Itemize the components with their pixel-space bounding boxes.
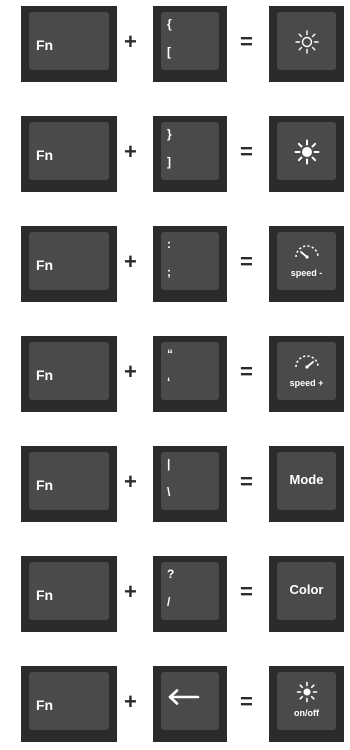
backspace-key [153, 666, 227, 742]
result-label: speed - [290, 268, 323, 278]
key-top-glyph: { [167, 17, 172, 31]
equals-sign: = [240, 359, 253, 384]
plus-sign: + [124, 249, 137, 274]
plus-sign: + [124, 139, 137, 164]
slash-key: ? / [153, 556, 227, 632]
shortcut-row-mode: Fn + | \ = Mode [0, 446, 350, 522]
equals-sign: = [240, 579, 253, 604]
left-arrow-icon [168, 689, 200, 705]
result-key: on/off [269, 666, 344, 742]
plus-sign: + [124, 689, 137, 714]
fn-key: Fn [21, 666, 117, 742]
key-top-glyph: | [167, 457, 171, 471]
fn-key: Fn [21, 6, 117, 82]
key-top-glyph: “ [167, 347, 173, 361]
fn-key: Fn [21, 556, 117, 632]
key-top-glyph: : [167, 237, 171, 251]
speed-gauge-icon [294, 355, 319, 369]
result-key: speed + [269, 336, 344, 412]
shortcut-row-brightness-up: Fn + } ] = [0, 116, 350, 192]
key-top-glyph: } [167, 127, 172, 141]
result-key: speed - [269, 226, 344, 302]
brightness-down-icon [294, 30, 319, 54]
result-key: Mode [269, 446, 344, 522]
equals-sign: = [240, 469, 253, 494]
plus-sign: + [124, 469, 137, 494]
result-label: speed + [289, 378, 324, 388]
backslash-key: | \ [153, 446, 227, 522]
bracket-key: { [ [153, 6, 227, 82]
fn-key: Fn [21, 226, 117, 302]
key-bottom-glyph: / [167, 595, 171, 609]
shortcut-row-speed-up: Fn + “ ‘ = speed + [0, 336, 350, 412]
key-bottom-glyph: [ [167, 45, 171, 59]
shortcut-row-speed-down: Fn + : ; = speed - [0, 226, 350, 302]
shortcut-row-color: Fn + ? / = Color [0, 556, 350, 632]
plus-sign: + [124, 359, 137, 384]
result-key [269, 6, 344, 82]
fn-key: Fn [21, 116, 117, 192]
shortcut-row-brightness-down: Fn + { [ = [0, 6, 350, 82]
key-bottom-glyph: ‘ [167, 375, 171, 389]
brightness-up-icon [294, 139, 319, 165]
equals-sign: = [240, 689, 253, 714]
quote-key: “ ‘ [153, 336, 227, 412]
key-bottom-glyph: ; [167, 265, 171, 279]
plus-sign: + [124, 29, 137, 54]
plus-sign: + [124, 579, 137, 604]
key-bottom-glyph: ] [167, 155, 171, 169]
result-key: Color [269, 556, 344, 632]
key-bottom-glyph: \ [167, 485, 171, 499]
equals-sign: = [240, 139, 253, 164]
equals-sign: = [240, 249, 253, 274]
shortcut-row-light-toggle: Fn + = on/off [0, 666, 350, 742]
bracket-key: } ] [153, 116, 227, 192]
result-label: on/off [294, 708, 319, 718]
speed-gauge-icon [294, 245, 319, 259]
light-toggle-icon [296, 681, 317, 703]
fn-key: Fn [21, 446, 117, 522]
key-top-glyph: ? [167, 567, 175, 581]
equals-sign: = [240, 29, 253, 54]
fn-key: Fn [21, 336, 117, 412]
colon-key: : ; [153, 226, 227, 302]
result-key [269, 116, 344, 192]
result-label: Mode [289, 472, 324, 487]
result-label: Color [289, 582, 324, 597]
